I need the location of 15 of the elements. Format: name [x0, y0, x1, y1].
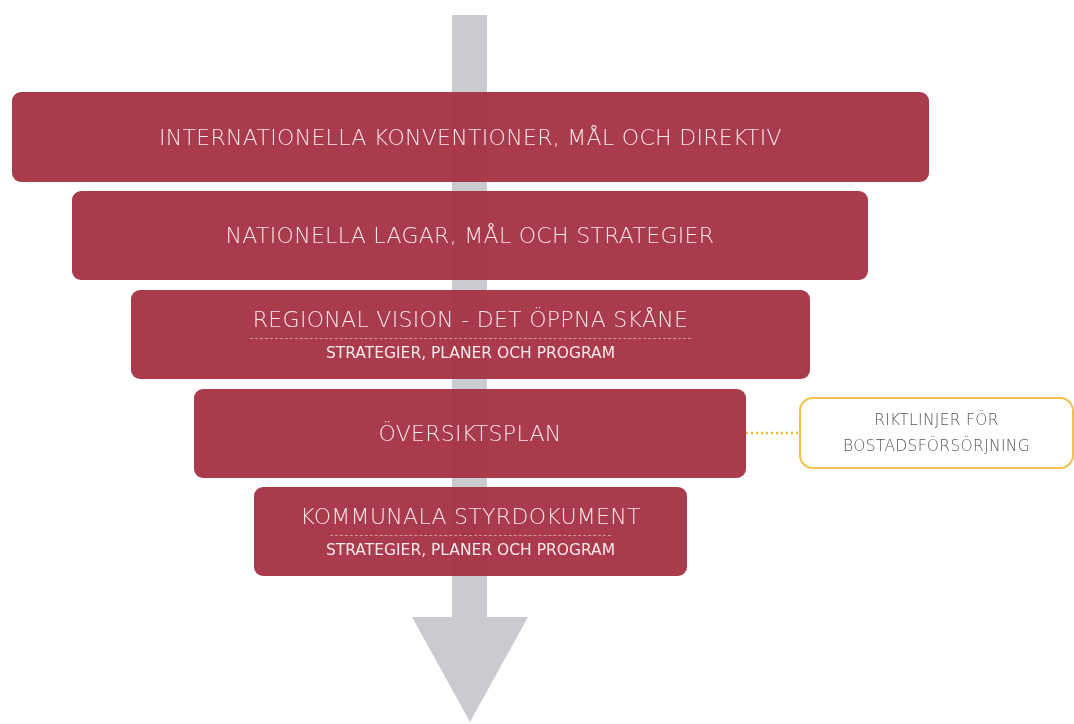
- level-box: [12, 92, 929, 182]
- box-title: KOMMUNALA STYRDOKUMENT: [300, 504, 641, 529]
- level-box: [254, 487, 687, 576]
- note-box: [799, 397, 1074, 469]
- box-subtitle: STRATEGIER, PLANER OCH PROGRAM: [325, 344, 616, 362]
- level-box: [194, 389, 746, 478]
- level-box: [131, 290, 810, 379]
- box-title: NATIONELLA LAGAR, MÅL OCH STRATEGIER: [225, 223, 715, 248]
- box-title: ÖVERSIKTSPLAN: [378, 421, 562, 446]
- box-title: RIKTLINJER FÖR BOSTADSFÖRSÖRJNING: [842, 409, 1031, 457]
- box-title: REGIONAL VISION - DET ÖPPNA SKÅNE: [252, 307, 689, 332]
- dotted-connector: [746, 431, 799, 435]
- box-subtitle: STRATEGIER, PLANER OCH PROGRAM: [325, 541, 616, 559]
- level-box: [72, 191, 868, 280]
- box-title: INTERNATIONELLA KONVENTIONER, MÅL OCH DIREKTIV: [159, 124, 782, 150]
